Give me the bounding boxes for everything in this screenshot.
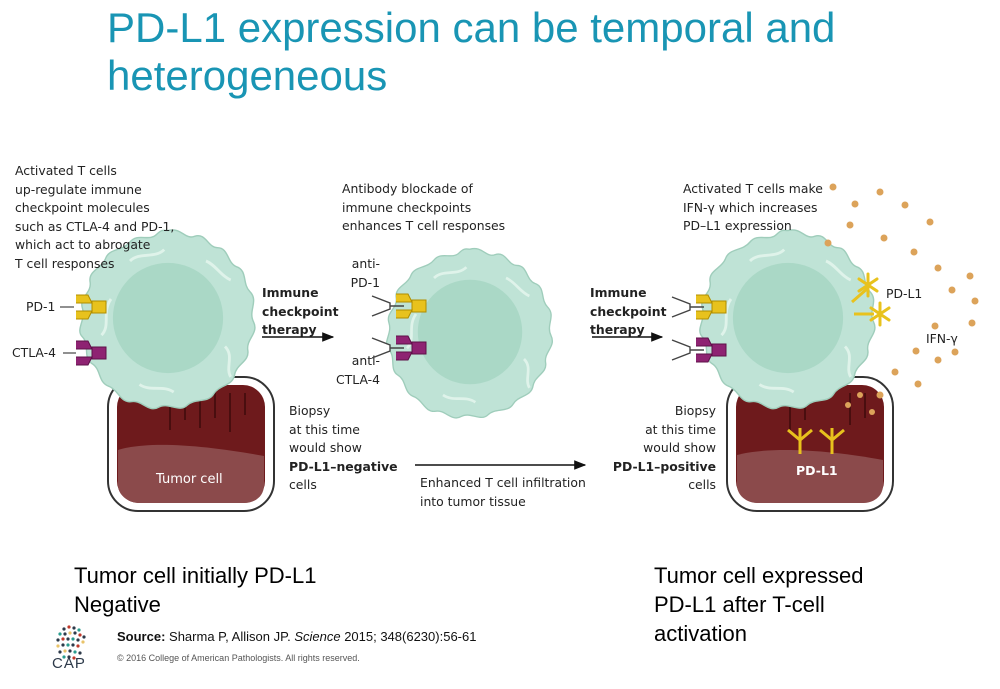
ctla4-label: CTLA-4 <box>12 345 56 360</box>
tumor-cell-3 <box>726 376 894 512</box>
t-cell-3 <box>698 228 877 411</box>
pd1-label: PD-1 <box>26 299 56 314</box>
slide-title: PD-L1 expression can be temporal and het… <box>107 4 836 99</box>
panel1-description: Activated T cells up-regulate immune che… <box>15 163 175 271</box>
panel3-description: Activated T cells make IFN-γ which incre… <box>683 181 823 234</box>
therapy-label-2: Immune checkpoint therapy <box>590 285 667 338</box>
therapy-label-1: Immune checkpoint therapy <box>262 285 339 338</box>
anti-pd1-label: anti- PD-1 <box>350 256 380 290</box>
pdl1-positive-label: PD-L1–positive <box>612 458 716 474</box>
tumor-cell-1 <box>107 376 275 512</box>
caption-right: Tumor cell expressed PD-L1 after T-cell … <box>654 563 864 646</box>
panel1-biopsy: Biopsy at this time would show PD-L1–neg… <box>289 403 398 493</box>
anti-ctla4-label: anti- CTLA-4 <box>336 353 380 387</box>
pdl1-molecules <box>851 272 891 327</box>
source-citation: Source: Sharma P, Allison JP. Science 20… <box>117 629 477 644</box>
t-cell-2 <box>385 247 554 420</box>
cap-logo-text: CAP <box>52 655 86 672</box>
infiltration-label: Enhanced T cell infiltration into tumor … <box>420 475 586 509</box>
panel2-description: Antibody blockade of immune checkpoints … <box>342 181 506 234</box>
pdl1-inner-label: PD-L1 <box>796 463 838 478</box>
cap-logo-icon <box>56 625 86 660</box>
pdl1-negative-label: PD-L1–negative <box>289 458 398 474</box>
panel3-biopsy: Biopsy at this time would show PD-L1–pos… <box>590 402 716 495</box>
tumor-cell-label: Tumor cell <box>155 472 223 487</box>
caption-left: Tumor cell initially PD-L1 Negative <box>74 563 317 617</box>
copyright: © 2016 College of American Pathologists.… <box>117 653 360 663</box>
pdl1-label: PD-L1 <box>886 286 923 301</box>
ifn-gamma-cytokines <box>824 183 979 399</box>
ifn-gamma-label: IFN-γ <box>926 331 958 346</box>
